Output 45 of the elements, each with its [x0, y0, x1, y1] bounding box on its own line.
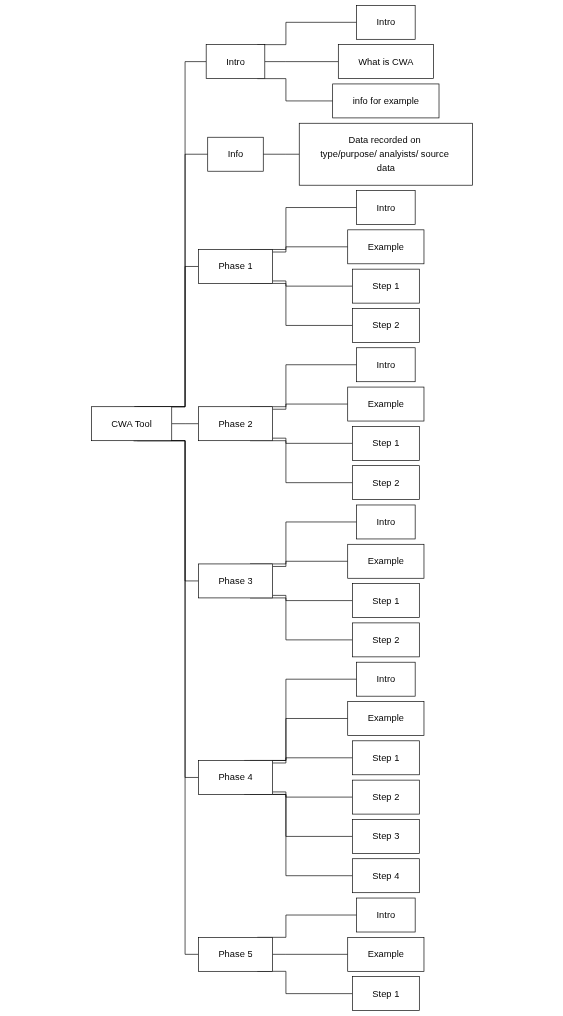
node-box: What is CWA	[337, 44, 434, 79]
connector	[262, 153, 300, 155]
node-box: Step 2	[351, 779, 420, 815]
node-box: Phase 4	[197, 760, 273, 795]
node-box: Step 3	[351, 819, 420, 854]
node-box: Intro	[205, 44, 265, 79]
connector	[271, 791, 353, 798]
node-box: Example	[347, 543, 424, 579]
connector	[271, 595, 353, 601]
node-box: Step 2	[351, 465, 420, 500]
node-box: Phase 3	[197, 563, 273, 599]
node-box: Intro	[355, 190, 416, 225]
node-box: Example	[347, 386, 424, 422]
connector	[271, 954, 348, 955]
connector	[271, 246, 348, 253]
node-box: Info	[207, 136, 264, 172]
connector	[271, 280, 353, 287]
node-box: Step 1	[351, 268, 420, 304]
node-box: Phase 1	[197, 249, 273, 284]
connector	[264, 61, 339, 62]
node-box: Step 2	[351, 622, 420, 658]
connector	[271, 437, 353, 444]
node-box: CWA Tool	[90, 406, 172, 442]
node-box: Phase 5	[197, 937, 273, 972]
node-box: Step 1	[351, 583, 420, 618]
connector	[171, 423, 199, 425]
node-box: info for example	[331, 83, 439, 119]
node-box: Step 4	[351, 858, 420, 894]
node-box: Step 1	[351, 740, 420, 776]
node-box: Intro	[355, 347, 416, 383]
node-box: Data recorded on type/purpose/ analyists/ source data	[298, 122, 473, 186]
node-box: Intro	[355, 504, 416, 540]
node-box: Step 1	[351, 426, 420, 461]
node-box: Intro	[355, 897, 416, 933]
connector	[271, 560, 348, 567]
node-box: Phase 2	[197, 406, 273, 442]
connector	[271, 403, 348, 410]
node-box: Example	[347, 701, 424, 736]
node-box: Step 2	[351, 308, 420, 343]
node-box: Example	[347, 229, 424, 265]
node-box: Intro	[355, 661, 416, 697]
node-box: Example	[347, 937, 424, 972]
node-box: Step 1	[351, 976, 420, 1011]
connector	[271, 757, 353, 764]
node-box: Intro	[355, 5, 416, 40]
